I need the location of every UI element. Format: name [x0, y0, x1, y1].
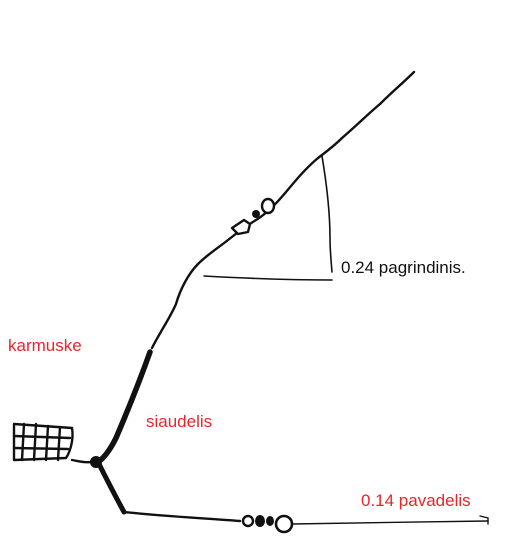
- main-line-label: 0.24 pagrindinis.: [341, 258, 466, 277]
- leader-beads: [241, 514, 294, 534]
- tail-thick-section: [95, 349, 153, 465]
- swivel-knot: [90, 456, 102, 468]
- float-body: [230, 218, 252, 236]
- basket-link-line: [70, 458, 94, 464]
- leader-thick-arm: [95, 459, 127, 515]
- main-line: [150, 70, 416, 350]
- float-assembly: [230, 197, 276, 236]
- leader-line: [122, 510, 242, 523]
- main-line-dimension: [203, 155, 333, 281]
- tail-label: siaudelis: [146, 412, 213, 431]
- stopper-bead-large: [260, 197, 276, 215]
- leader-label: 0.14 pavadelis: [361, 491, 471, 510]
- leader-to-hook-line: [291, 520, 489, 525]
- basket-label: karmuske: [8, 336, 82, 355]
- hook-icon: [479, 515, 489, 525]
- feeder-basket: [12, 422, 74, 462]
- stopper-bead-small: [252, 210, 260, 218]
